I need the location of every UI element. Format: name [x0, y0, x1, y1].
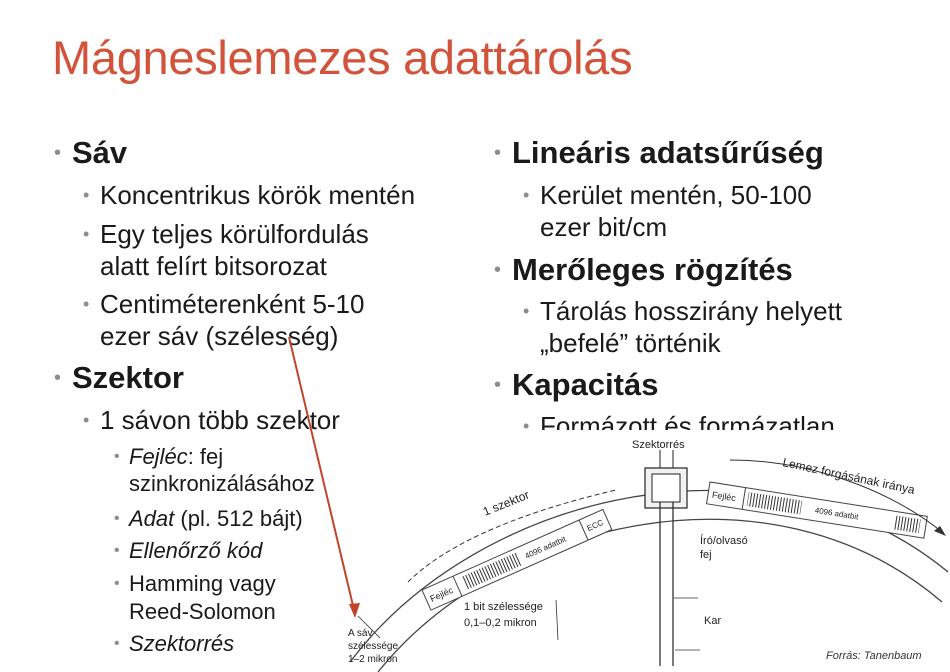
label-sav-3: 1–2 mikron — [348, 654, 397, 665]
bullet: • — [54, 367, 62, 389]
bullet: • — [494, 259, 502, 281]
bullet: • — [83, 224, 90, 244]
bullet: • — [523, 416, 530, 436]
sav-item-3-cont: ezer sáv (szélesség) — [100, 321, 339, 351]
heading-szektor: •Szektor — [54, 360, 184, 395]
szektor-sub-fejlec: •Fejléc: fej — [114, 444, 224, 469]
bullet: • — [54, 142, 62, 164]
bullet: • — [83, 294, 90, 314]
heading-sav: •Sáv — [54, 135, 128, 170]
slide-title: Mágneslemezes adattárolás — [52, 31, 633, 84]
sector-right: Fejléc 4096 adatbit — [705, 481, 928, 539]
merol-item-1-cont: „befelé” történik — [540, 328, 721, 358]
bullet: • — [83, 410, 90, 430]
linearis-item-1: •Kerület mentén, 50-100 — [523, 180, 812, 210]
diagram-background — [330, 430, 950, 672]
szektor-sub-szektorres: •Szektorrés — [114, 631, 235, 656]
bullet: • — [114, 448, 120, 465]
bullet: • — [494, 374, 502, 396]
szektor-sub-hamming: •Hamming vagy — [114, 571, 276, 596]
bullet: • — [523, 301, 530, 321]
heading-linearis: •Lineáris adatsűrűség — [494, 135, 824, 170]
label-kar: Kar — [704, 615, 721, 627]
heading-kapacitas: •Kapacitás — [494, 367, 659, 402]
label-szektorres: Szektorrés — [632, 439, 685, 451]
sav-item-1: •Koncentrikus körök mentén — [83, 180, 416, 210]
data-bits-hatch — [461, 552, 523, 590]
bullet: • — [114, 635, 120, 652]
bullet: • — [114, 510, 120, 527]
sav-item-2-cont: alatt felírt bitsorozat — [100, 251, 327, 281]
disk-track-diagram: Fejléc 4096 adatbit ECC Fejléc 4096 adat… — [330, 430, 950, 672]
bullet: • — [83, 185, 90, 205]
label-sav-1: A sáv — [348, 628, 372, 639]
label-iro-1: Író/olvasó — [700, 534, 748, 547]
bullet: • — [114, 542, 120, 559]
track-inner-arc — [377, 518, 943, 672]
bullet: • — [114, 575, 120, 592]
linearis-item-1-cont: ezer bit/cm — [540, 212, 668, 242]
bullet: • — [523, 185, 530, 205]
sav-item-2: •Egy teljes körülfordulás — [83, 219, 369, 249]
arrow-rotation — [729, 459, 943, 533]
bullet: • — [494, 142, 502, 164]
szektor-sub-adat: •Adat (pl. 512 bájt) — [114, 506, 303, 531]
label-fejlec-right: Fejléc — [711, 490, 737, 504]
szektor-sub-ellenorzo: •Ellenőrző kód — [114, 538, 263, 563]
szektor-sub-hamming-cont: Reed-Solomon — [129, 599, 276, 624]
label-sav-2: szélessége — [348, 641, 398, 652]
merol-item-1: •Tárolás hosszirány helyett — [523, 296, 843, 326]
label-bit-1: 1 bit szélessége — [464, 601, 543, 613]
source-caption: Forrás: Tanenbaum — [826, 650, 922, 662]
szektor-sub-fejlec-cont: szinkronizálásához — [129, 471, 315, 496]
label-bit-2: 0,1–0,2 mikron — [464, 617, 537, 629]
label-iro-2: fej — [700, 549, 712, 561]
heading-merol: •Merőleges rögzítés — [494, 252, 793, 287]
sav-item-3: •Centiméterenként 5-10 — [83, 289, 365, 319]
szektor-item-1: •1 sávon több szektor — [83, 405, 340, 435]
